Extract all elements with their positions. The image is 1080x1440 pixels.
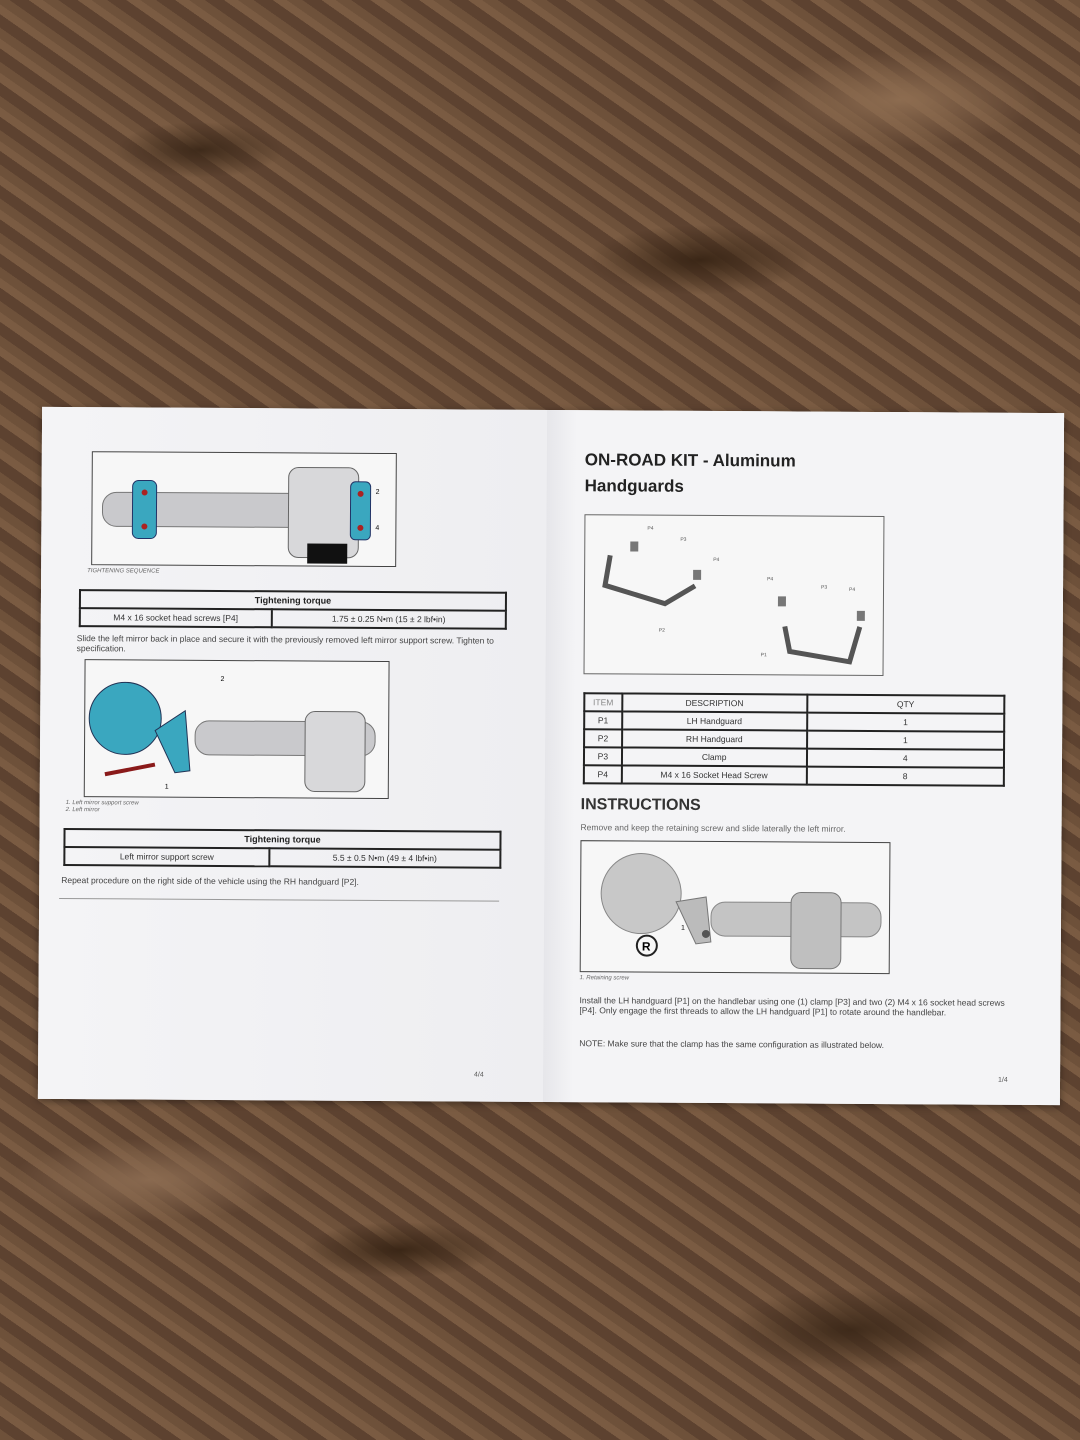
item-cell: P1 [584,711,623,730]
parts-diagram: P4 P3 P4 P2 P4 P3 P4 P1 [583,514,885,677]
part-label: P3 [821,585,827,591]
description-cell: Clamp [621,747,807,767]
mirror-figure: 2 1 [83,659,390,800]
figure-caption: TIGHTENING SEQUENCE [87,568,160,575]
title-line-1: ON-ROAD KIT - Aluminum [584,450,796,471]
instruction-sheet: 2 4 TIGHTENING SEQUENCE Tightening torqu… [37,406,1065,1106]
table-cell: 1.75 ± 0.25 N•m (15 ± 2 lbf•in) [271,609,506,629]
handlebar-grip-illustration: 2 4 [101,466,380,564]
paragraph: Repeat procedure on the right side of th… [61,875,359,887]
part-label: P4 [849,587,855,593]
part-label: P2 [659,628,665,634]
callout-2: 2 [376,489,380,496]
qty-cell: 4 [806,748,1005,768]
paragraph: Slide the left mirror back in place and … [76,633,494,654]
page-1: ON-ROAD KIT - Aluminum Handguards P4 P3 … [542,409,1065,1106]
torque-table-1: Tightening torque M4 x 16 socket head sc… [79,589,507,630]
registered-badge: R [642,940,651,954]
paragraph: Install the LH handguard [P1] on the han… [579,995,1005,1018]
qty-cell: 1 [806,730,1005,750]
instructions-heading: INSTRUCTIONS [580,796,701,814]
table-cell: 5.5 ± 0.5 N•m (49 ± 4 lbf•in) [269,848,501,868]
caption-2: 2. Left mirror [65,807,100,814]
torque-table-2: Tightening torque Left mirror support sc… [63,828,501,869]
paragraph: Remove and keep the retaining screw and … [580,822,846,834]
figure-caption: 1. Retaining screw [579,975,630,982]
column-header: ITEM [584,693,623,712]
part-label: P4 [767,576,773,582]
callout-2: 2 [220,676,224,683]
description-cell: LH Handguard [621,711,807,731]
column-header: DESCRIPTION [622,693,807,713]
retaining-screw-figure: R 1 [579,840,891,975]
table-cell: M4 x 16 socket head screws [P4] [79,608,272,628]
part-label: P4 [647,526,653,532]
qty-cell: 8 [806,766,1004,786]
item-cell: P4 [583,765,622,784]
callout-1: 1 [681,925,685,932]
page-4: 2 4 TIGHTENING SEQUENCE Tightening torqu… [37,406,548,1102]
description-cell: M4 x 16 Socket Head Screw [621,765,807,785]
handguard-parts-illustration: P4 P3 P4 P2 P4 P3 P4 P1 [602,526,865,665]
note: NOTE: Make sure that the clamp has the s… [579,1038,885,1051]
part-label: P1 [761,652,767,658]
title-line-2: Handguards [584,476,684,496]
page-number: 4/4 [474,1071,484,1079]
description-cell: RH Handguard [621,729,807,749]
divider [59,897,500,902]
mirror-illustration: 2 1 [88,676,376,793]
column-header: QTY [806,694,1005,714]
callout-1: 1 [165,784,169,791]
qty-cell: 1 [806,712,1005,732]
mirror-removal-illustration: R 1 [600,853,882,970]
table-cell: Left mirror support screw [64,847,270,867]
part-label: P3 [680,537,686,543]
item-cell: P2 [584,729,622,748]
callout-4: 4 [375,525,379,532]
part-label: P4 [713,557,719,563]
page-number: 1/4 [998,1076,1008,1084]
item-cell: P3 [583,747,622,766]
tightening-sequence-figure: 2 4 [91,451,397,568]
